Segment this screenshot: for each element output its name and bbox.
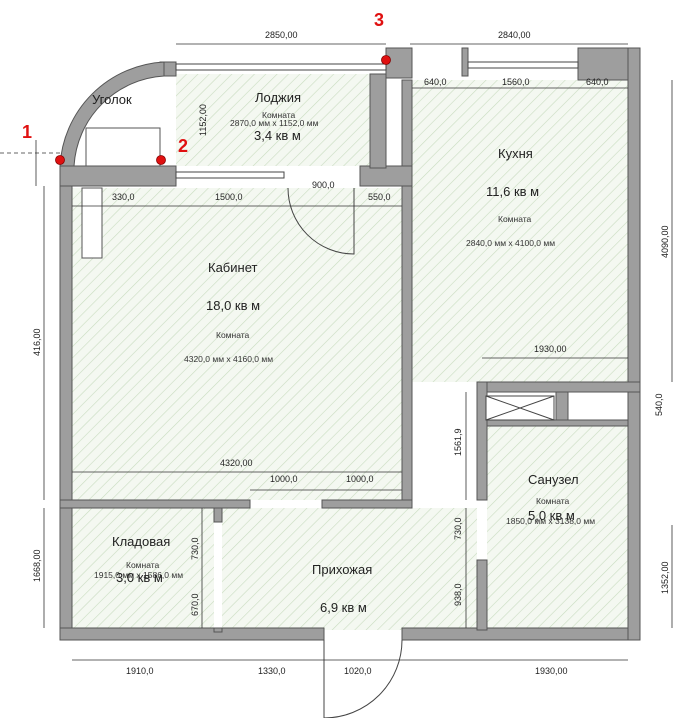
dim-loggia-height: 1152,00 xyxy=(198,104,208,136)
room-pantry-size: 1915,0 мм x 1586,0 мм xyxy=(94,570,183,580)
marker-2-label: 2 xyxy=(178,136,188,156)
dim-hall-730: 730,0 xyxy=(453,517,463,540)
dim-kitchen-win-left: 640,0 xyxy=(424,77,447,87)
window-loggia-top xyxy=(175,63,387,71)
room-kitchen-area: 11,6 кв м xyxy=(486,184,539,199)
room-loggia-name: Лоджия xyxy=(255,90,301,105)
room-hall-area: 6,9 кв м xyxy=(320,600,367,615)
dim-bottom-1910: 1910,0 xyxy=(126,666,154,676)
room-bathroom-type: Комната xyxy=(536,496,570,506)
dim-left-1668: 1668,00 xyxy=(32,549,42,582)
window-study-top xyxy=(175,171,285,179)
wall-kitchen-top-left xyxy=(385,47,413,79)
room-pantry-name: Кладовая xyxy=(112,534,170,549)
dim-left-416: 416,00 xyxy=(32,328,42,356)
vent-shaft-cross-b xyxy=(485,395,555,421)
dim-pantry-670: 670,0 xyxy=(190,593,200,616)
wall-left xyxy=(59,185,73,641)
kitchen-floor xyxy=(412,80,628,382)
dim-study-550: 550,0 xyxy=(368,192,391,202)
dim-study-4320: 4320,00 xyxy=(220,458,253,468)
marker-1-dot xyxy=(55,155,65,165)
wall-bath-left-low xyxy=(476,559,488,631)
left-radiator xyxy=(81,187,103,259)
dim-kitchen-win-right: 640,0 xyxy=(586,77,609,87)
dim-bottom-1020: 1020,0 xyxy=(344,666,372,676)
dim-bath-1930-top: 1930,00 xyxy=(534,344,567,354)
room-bathroom-area: 5,0 кв м xyxy=(528,508,575,523)
corner-curved-wall xyxy=(59,61,165,167)
room-study-type: Комната xyxy=(216,330,250,340)
study-door-swing xyxy=(287,187,355,255)
dim-top-kitchen: 2840,00 xyxy=(498,30,531,40)
wall-hall-top-right xyxy=(321,499,413,509)
corner-shelf xyxy=(85,127,161,167)
dim-top-loggia: 2850,00 xyxy=(265,30,298,40)
dim-study-door-900: 900,0 xyxy=(312,180,335,190)
wall-bottom-left xyxy=(59,627,325,641)
wall-kitchen-top-mid xyxy=(461,47,469,77)
dim-pantry-730: 730,0 xyxy=(190,537,200,560)
room-loggia-type: Комната xyxy=(262,110,296,120)
dim-kitchen-win-mid: 1560,0 xyxy=(502,77,530,87)
wall-kitchen-top-right xyxy=(577,47,629,81)
wall-bath-inner-top xyxy=(486,419,629,427)
room-loggia-size: 2870,0 мм x 1152,0 мм xyxy=(230,118,319,128)
dim-study-1500: 1500,0 xyxy=(215,192,243,202)
wall-shaft-right xyxy=(555,391,569,425)
pantry-floor xyxy=(72,508,214,630)
loggia-floor xyxy=(176,74,382,166)
room-bathroom-size: 1850,0 мм x 3138,0 мм xyxy=(506,516,595,526)
dim-bottom-1930: 1930,00 xyxy=(535,666,568,676)
room-study-area: 18,0 кв м xyxy=(206,298,260,313)
bathroom-floor xyxy=(487,425,629,630)
marker-3-dot xyxy=(381,55,391,65)
dim-bottom-1330: 1330,0 xyxy=(258,666,286,676)
room-kitchen-size: 2840,0 мм x 4100,0 мм xyxy=(466,238,555,248)
dim-hall-1000-b: 1000,0 xyxy=(346,474,374,484)
room-study-size: 4320,0 мм x 4160,0 мм xyxy=(184,354,273,364)
wall-bottom-right xyxy=(401,627,641,641)
entrance-door-swing xyxy=(323,639,403,718)
marker-2-dot xyxy=(156,155,166,165)
room-pantry-area: 3,0 кв м xyxy=(116,570,163,585)
room-hall-name: Прихожая xyxy=(312,562,372,577)
wall-study-top-right xyxy=(359,165,413,187)
window-kitchen-top xyxy=(467,61,579,69)
dim-right-540: 540,0 xyxy=(654,393,664,416)
dim-bath-1561: 1561,9 xyxy=(453,428,463,456)
wall-hall-top-left xyxy=(59,499,251,509)
room-corner-name: Уголок xyxy=(92,92,132,107)
room-pantry-type: Комната xyxy=(126,560,160,570)
wall-bath-left xyxy=(476,381,488,501)
room-kitchen-type: Комната xyxy=(498,214,532,224)
dim-right-4090: 4090,00 xyxy=(660,225,670,258)
dim-right-1352: 1352,00 xyxy=(660,561,670,594)
marker-1-label: 1 xyxy=(22,122,32,142)
wall-study-right xyxy=(401,183,413,509)
room-study-name: Кабинет xyxy=(208,260,257,275)
wall-loggia-right xyxy=(369,73,387,169)
room-kitchen-name: Кухня xyxy=(498,146,533,161)
marker-3-label: 3 xyxy=(374,10,384,30)
room-loggia-area: 3,4 кв м xyxy=(254,128,301,143)
dim-study-330: 330,0 xyxy=(112,192,135,202)
wall-right xyxy=(627,47,641,641)
wall-bath-top xyxy=(476,381,641,393)
hall-floor xyxy=(222,508,477,630)
dim-hall-938: 938,0 xyxy=(453,583,463,606)
study-floor xyxy=(72,188,402,500)
wall-study-top-left xyxy=(59,165,177,187)
wall-pantry-right xyxy=(213,507,223,523)
room-bathroom-name: Санузел xyxy=(528,472,579,487)
wall-pantry-right-low xyxy=(213,627,223,633)
dim-hall-1000-a: 1000,0 xyxy=(270,474,298,484)
